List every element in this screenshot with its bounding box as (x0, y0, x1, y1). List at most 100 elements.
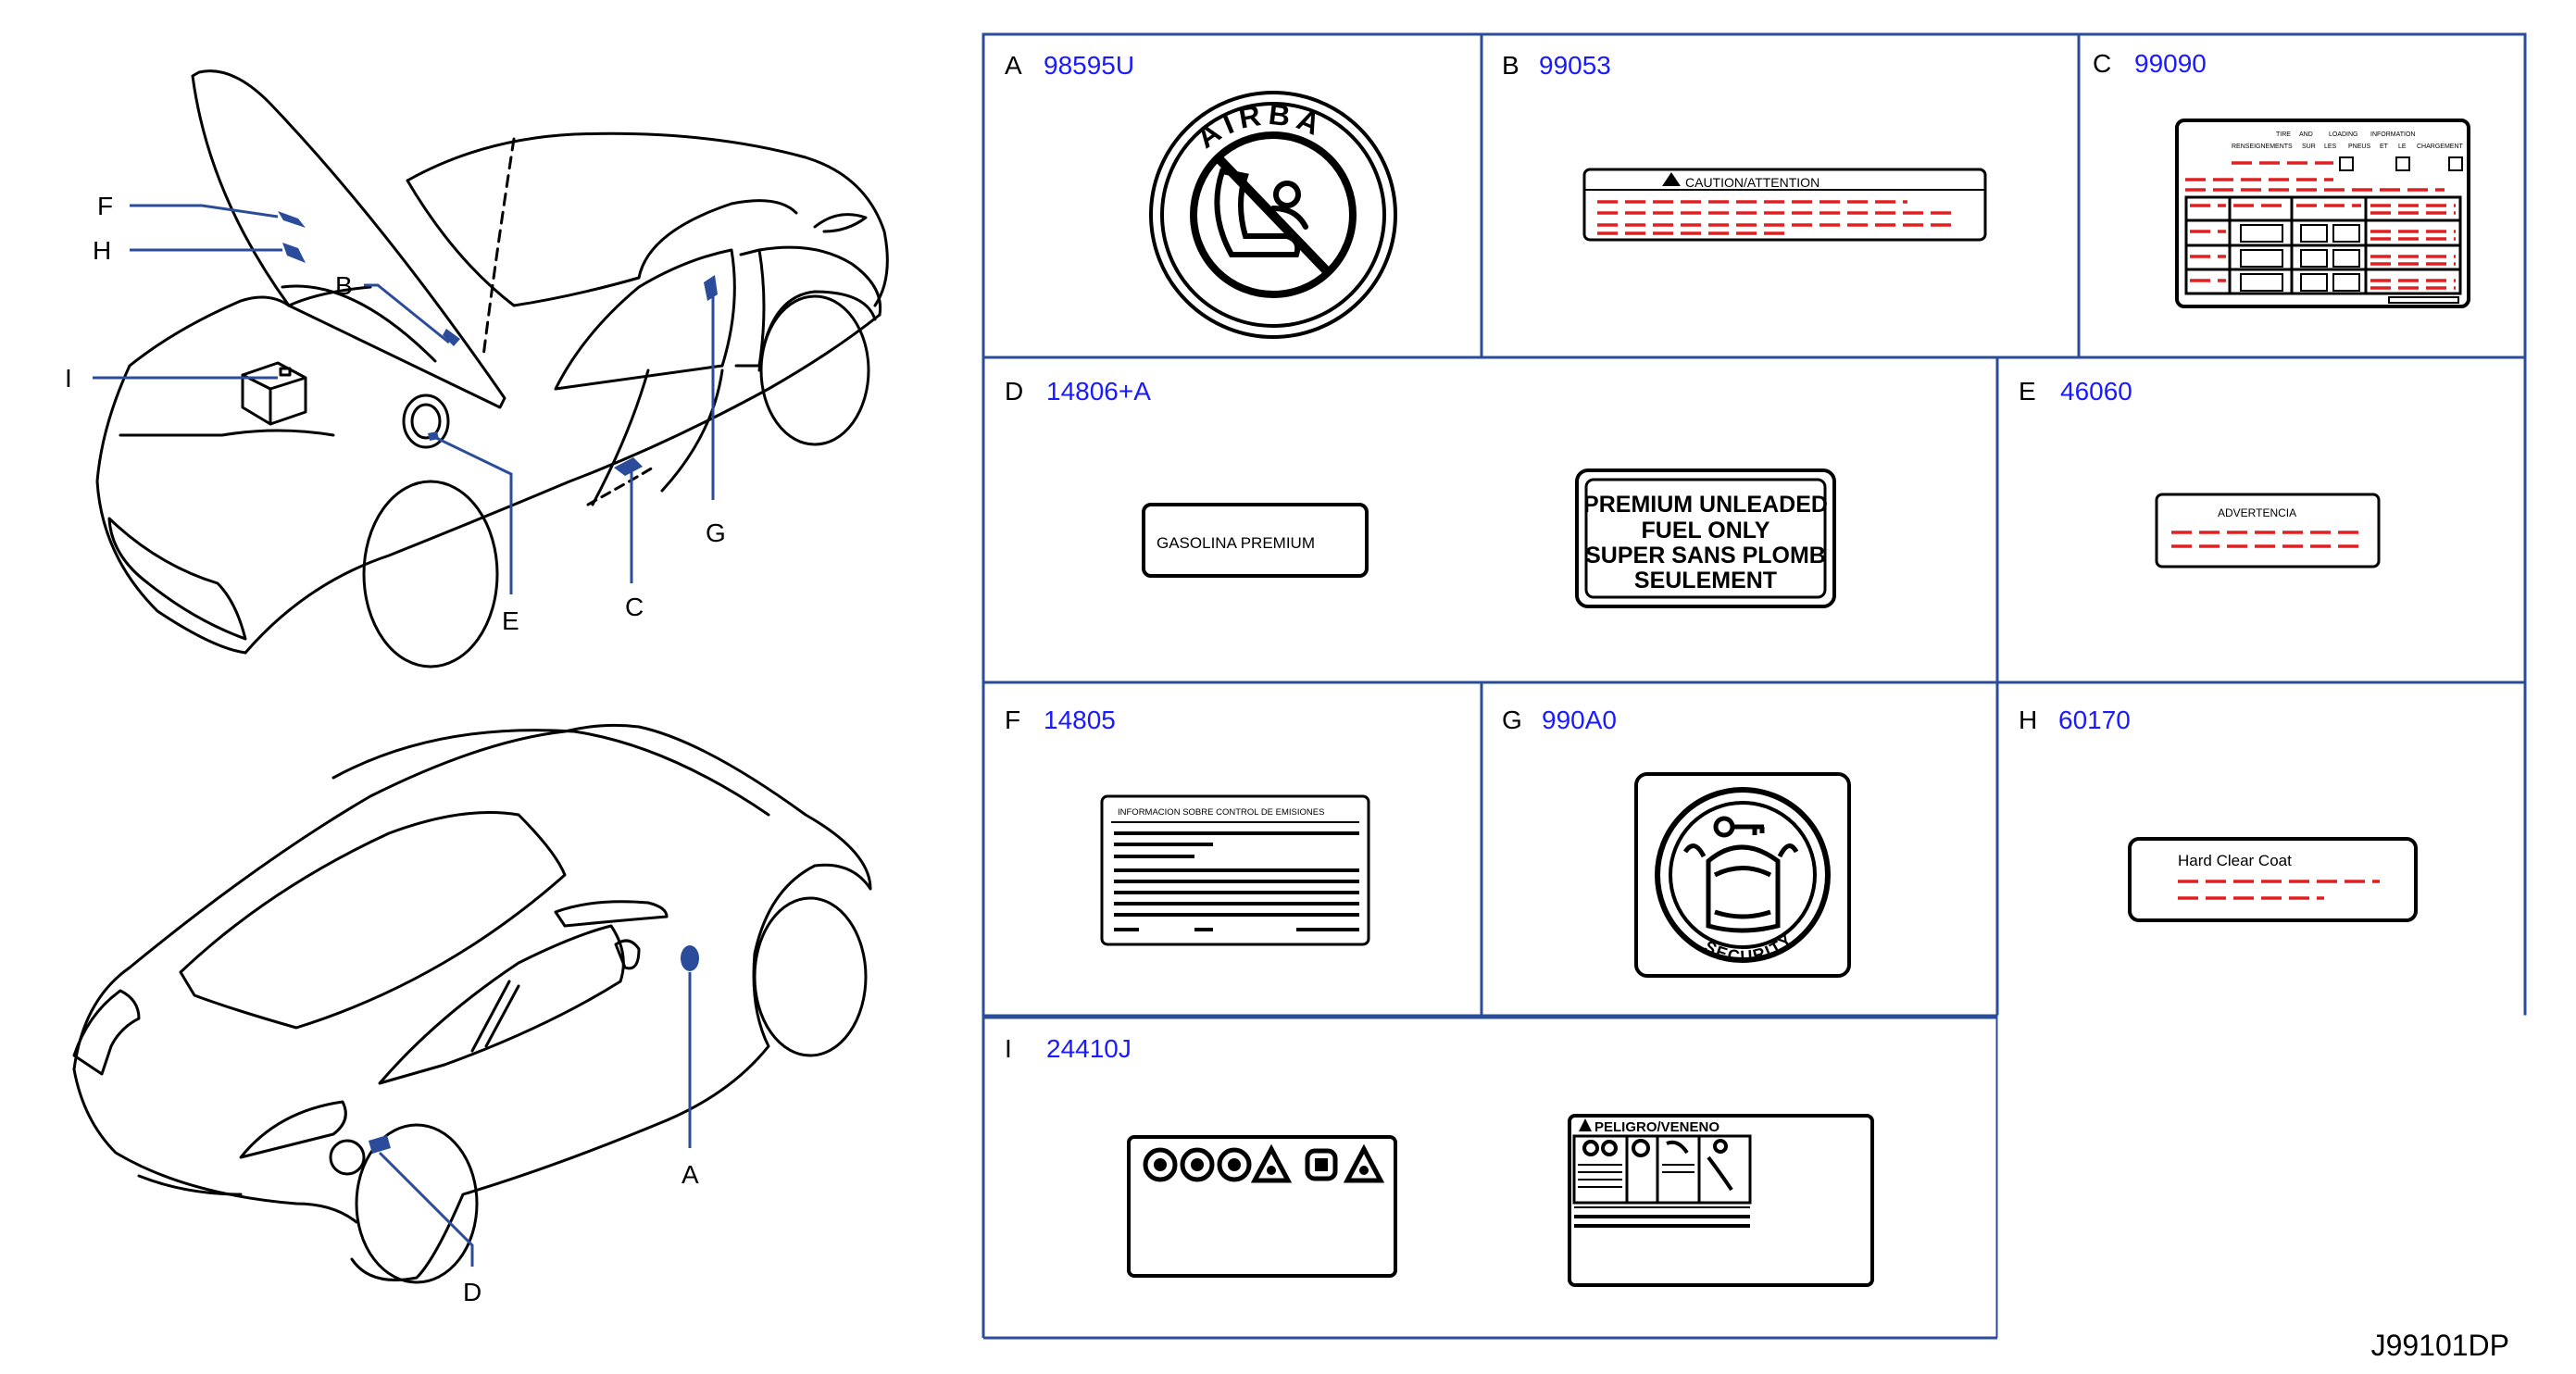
hood-strut (481, 137, 516, 358)
spoiler (554, 900, 669, 928)
front-bumper (95, 364, 247, 655)
side-window-rear (734, 248, 766, 368)
rear-wheel-left (355, 1123, 479, 1284)
label-caution: CAUTION/ATTENTION (1582, 168, 1987, 242)
premium-line-3: SUPER SANS PLOMB (1585, 543, 1826, 568)
label-gasolina: GASOLINA PREMIUM (1142, 503, 1369, 578)
car-front-view (95, 69, 889, 668)
fuel-filler (402, 393, 450, 449)
tire-s0: RENSEIGNEMENTS (2232, 144, 2293, 150)
door-line (591, 368, 724, 506)
fog-lamp (329, 1139, 366, 1176)
premium-line-2: FUEL ONLY (1642, 518, 1770, 543)
cell-A-code: 98595U (1044, 51, 1134, 80)
cell-headers: A 98595U B 99053 C 99090 D 14806+A E 460… (1005, 49, 2207, 1063)
bottom-car-callouts: A D (463, 1160, 699, 1306)
gasolina-text: GASOLINA PREMIUM (1157, 534, 1315, 552)
car-rear-view (72, 723, 872, 1284)
cell-H-letter: H (2019, 706, 2037, 734)
label-peligro: PELIGRO/VENENO (1568, 1114, 1874, 1287)
body-roof (406, 131, 889, 307)
caution-text: CAUTION/ATTENTION (1685, 175, 1819, 190)
cell-E-code: 46060 (2060, 377, 2132, 406)
security-text: SECURITY (1701, 930, 1796, 966)
rear-wheel (759, 294, 870, 446)
cell-C-letter: C (2093, 49, 2111, 78)
cell-I-code: 24410J (1046, 1034, 1132, 1063)
label-battery-icons (1127, 1135, 1397, 1278)
front-body (128, 295, 882, 655)
cell-A-letter: A (1005, 51, 1022, 80)
emisiones-text: INFORMACION SOBRE CONTROL DE EMISIONES (1118, 807, 1324, 818)
front-fender-crease (119, 429, 335, 437)
tail-light-right (239, 1100, 347, 1159)
tire-s2: LES (2324, 144, 2337, 150)
hood-underside (281, 284, 437, 363)
car-top-icon (1706, 844, 1781, 933)
mirror (614, 939, 641, 970)
rear-arch (757, 290, 877, 372)
cell-G-code: 990A0 (1542, 706, 1617, 734)
roof-line (331, 729, 770, 817)
cell-I-letter: I (1005, 1034, 1012, 1063)
hood (191, 69, 506, 409)
tire-s1: SUR (2302, 144, 2316, 150)
battery (241, 361, 307, 426)
cell-G-letter: G (1502, 706, 1522, 734)
tire-s3: PNEUS (2348, 144, 2370, 150)
hard-clear-coat-text: Hard Clear Coat (2178, 852, 2292, 869)
callout-C: C (625, 593, 644, 621)
callout-H: H (93, 236, 111, 265)
callout-G: G (706, 518, 726, 547)
cell-D-letter: D (1005, 377, 1023, 406)
cell-B-code: 99053 (1539, 51, 1611, 80)
tire-s4: ET (2380, 144, 2389, 150)
label-emisiones: INFORMACION SOBRE CONTROL DE EMISIONES (1100, 794, 1370, 946)
front-wheel-right (753, 896, 868, 1057)
label-advertencia: ADVERTENCIA (2155, 493, 2381, 568)
callout-I: I (65, 364, 72, 393)
label-tire-info: TIRE AND LOADING INFORMATION RENSEIGNEME… (2175, 119, 2470, 308)
peligro-text: PELIGRO/VENENO (1594, 1119, 1719, 1135)
tire-s5: LE (2398, 144, 2407, 150)
tire-h2: LOADING (2329, 131, 2358, 138)
tire-h1: AND (2299, 131, 2313, 138)
label-grid (982, 32, 2529, 1341)
rear-body (72, 723, 872, 1281)
premium-line-4: SEULEMENT (1634, 568, 1777, 593)
rear-bumper (72, 1068, 358, 1224)
front-wheel (362, 480, 499, 668)
cell-E-letter: E (2019, 377, 2036, 406)
tire-h3: INFORMATION (2370, 131, 2415, 138)
label-hard-clear-coat: Hard Clear Coat (2128, 837, 2418, 922)
side-window-rear-car (378, 924, 625, 1085)
bottom-car-markers (369, 945, 699, 1154)
top-car-leaders (93, 204, 715, 594)
rear-glass (179, 811, 567, 1030)
advertencia-text: ADVERTENCIA (2218, 506, 2296, 519)
door-dash (586, 466, 655, 506)
tail-light (72, 989, 141, 1076)
rear-quarter (757, 245, 882, 317)
callout-A: A (682, 1160, 699, 1189)
tire-s6: CHARGEMENT (2417, 144, 2464, 150)
window-pillar (470, 980, 520, 1053)
label-airbag: AIRBAG (0, 0, 1397, 339)
bottom-car-leaders (378, 972, 692, 1267)
cell-F-code: 14805 (1044, 706, 1116, 734)
callout-F: F (97, 192, 113, 220)
rear-spoiler (813, 213, 868, 233)
front-grille (107, 517, 247, 641)
callout-D: D (463, 1278, 481, 1306)
child-seat-icon (1214, 168, 1308, 257)
cell-B-letter: B (1502, 51, 1519, 80)
cell-C-code: 99090 (2134, 49, 2207, 78)
callout-B: B (335, 271, 353, 300)
callout-E: E (502, 606, 519, 635)
diagram-id: J99101DP (2371, 1329, 2509, 1362)
cell-H-code: 60170 (2058, 706, 2131, 734)
diffuser (137, 1174, 243, 1196)
cell-D-code: 14806+A (1046, 377, 1151, 406)
tire-h0: TIRE (2276, 131, 2291, 138)
premium-line-1: PREMIUM UNLEADED (1583, 492, 1828, 518)
